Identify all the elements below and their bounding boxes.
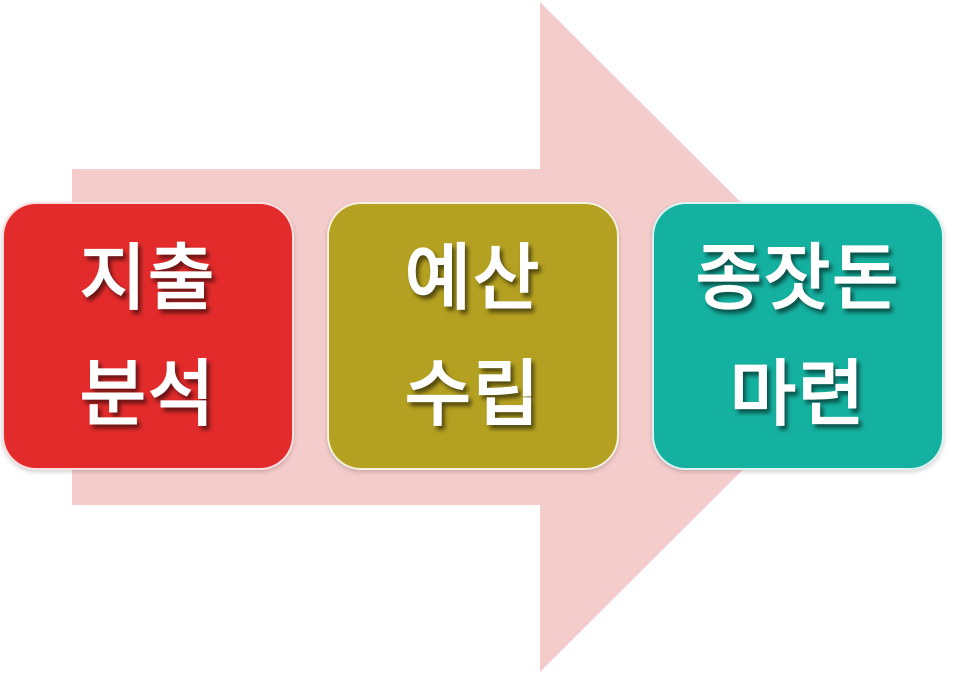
step-box-expense-analysis: 지출 분석: [2, 202, 294, 470]
step-label-line-2: 마련: [729, 352, 867, 436]
step-label-line-1: 지출: [79, 236, 217, 320]
step-box-seed-money: 종잣돈 마련: [652, 202, 944, 470]
step-label-line-2: 수립: [404, 352, 542, 436]
step-label-line-2: 분석: [79, 352, 217, 436]
step-label-line-1: 종잣돈: [695, 236, 901, 320]
step-label-line-1: 예산: [404, 236, 542, 320]
step-box-budget-planning: 예산 수립: [327, 202, 619, 470]
